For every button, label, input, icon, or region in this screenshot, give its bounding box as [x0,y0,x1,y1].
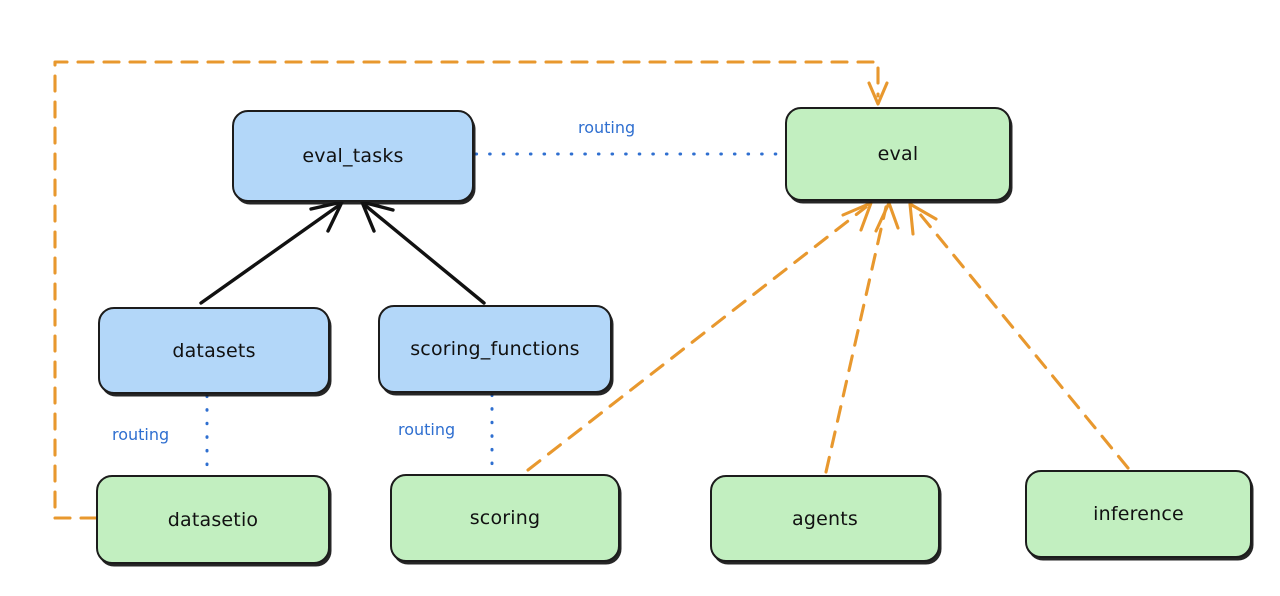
node-agents[interactable]: agents [710,475,940,562]
node-scoring-functions[interactable]: scoring_functions [378,305,612,393]
node-label: datasets [172,339,256,362]
node-label: scoring_functions [410,338,580,360]
node-scoring[interactable]: scoring [390,474,620,562]
node-eval-tasks[interactable]: eval_tasks [232,110,474,202]
edge-label-routing-eval-tasks-eval: routing [578,118,636,137]
edge-label-routing-datasets-datasetio: routing [112,425,170,444]
node-datasets[interactable]: datasets [98,307,330,394]
node-label: eval [877,143,919,165]
node-datasetio[interactable]: datasetio [96,475,330,564]
node-label: scoring [469,507,541,529]
edge-agents-to-eval [824,201,900,474]
node-label: datasetio [167,508,259,531]
edge-scoring-to-eval [526,201,873,472]
edge-inference-to-eval [908,202,1130,470]
node-inference[interactable]: inference [1025,470,1252,558]
node-label: inference [1093,503,1184,525]
edge-scoring-functions-to-eval-tasks [360,200,486,305]
edge-label-routing-scoring-functions-scoring: routing [398,420,456,439]
node-label: agents [792,507,858,530]
node-eval[interactable]: eval [785,107,1011,201]
node-label: eval_tasks [302,145,404,167]
edge-datasets-to-eval-tasks [199,200,344,305]
edge-datasetio-to-eval [53,60,889,520]
